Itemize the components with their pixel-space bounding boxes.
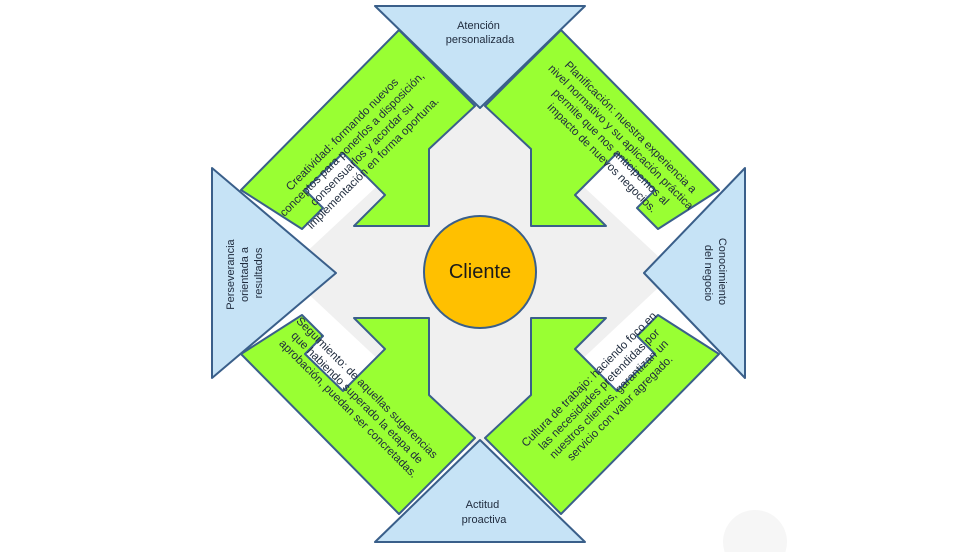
corner-label-right: Conocimiento del negocio (702, 238, 728, 308)
center-circle (423, 215, 537, 329)
corner-label-left-line: resultados (253, 247, 265, 298)
block-top-right (484, 29, 720, 230)
block-top-left (240, 29, 476, 230)
corner-label-top: Atención personalizada (446, 20, 515, 46)
triangle-right (643, 167, 746, 379)
corner-label-right-line: del negocio (702, 245, 714, 301)
corner-label-bottom: Actitud proactiva (462, 499, 508, 526)
block-bottom-left (240, 314, 476, 515)
block-bottom-right (484, 314, 720, 515)
triangle-top (374, 5, 586, 109)
corner-label-left-line: Perseverancia (225, 239, 237, 310)
corner-label-top-line: Atención (457, 20, 500, 32)
corner-label-left-line: orientada a (239, 246, 251, 302)
corner-label-bottom-line: proactiva (462, 514, 508, 526)
center-label: Cliente (449, 261, 511, 283)
corner-label-right-line: Conocimiento (716, 238, 728, 305)
decorative-circle (723, 510, 787, 552)
triangle-left (211, 167, 337, 379)
corner-label-bottom-line: Actitud (466, 499, 500, 511)
corner-label-top-line: personalizada (446, 34, 515, 46)
corner-label-left: Perseverancia orientada a resultados (225, 236, 265, 309)
triangle-bottom (374, 439, 586, 543)
